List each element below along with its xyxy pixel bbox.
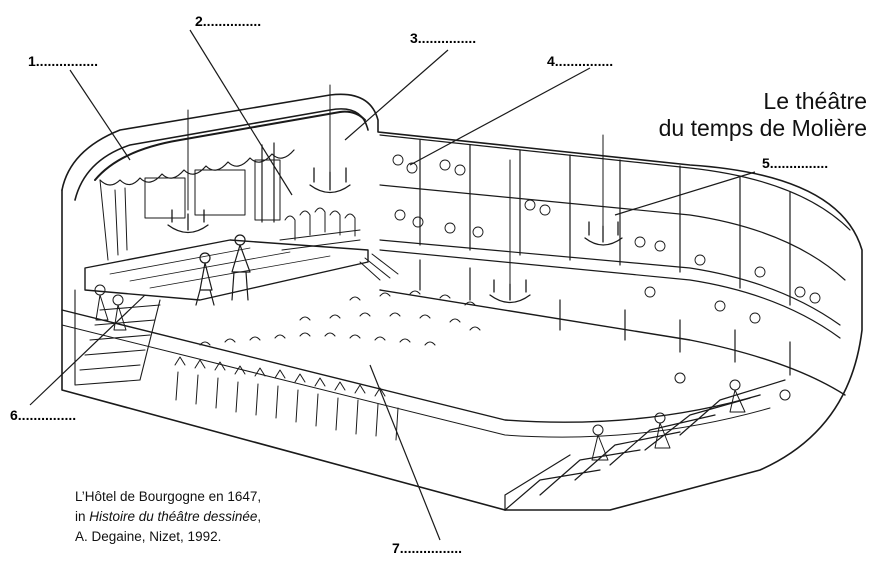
stage-floor: [84, 239, 369, 301]
hall-left-wall: [61, 189, 506, 511]
label-2: 2...............: [195, 13, 262, 29]
stage-floor-lines: [109, 247, 331, 289]
title-line-1: Le théâtre: [763, 88, 867, 114]
box-spectators: [392, 154, 821, 324]
source-caption: L’Hôtel de Bourgogne en 1647, in Histoir…: [75, 487, 261, 547]
leader-line-3: [344, 49, 449, 141]
back-panel: [144, 177, 186, 219]
caption-line-2: in Histoire du théâtre dessinée,: [75, 507, 261, 527]
back-panel-3: [254, 159, 281, 221]
floor-line-2: [61, 324, 771, 438]
left-stairs: [74, 289, 161, 386]
amphitheatre-steps: [504, 379, 786, 511]
label-5: 5...............: [762, 155, 829, 171]
back-panel-2: [194, 169, 246, 216]
chandelier-4: [584, 221, 623, 246]
stage-curtain-top: [94, 110, 366, 181]
leader-lines: [29, 29, 756, 541]
amphitheatre-spectators: [591, 372, 791, 461]
boxes-tier-upper: [379, 134, 851, 339]
leader-line-6: [29, 294, 146, 406]
caption-suffix: ,: [257, 509, 262, 524]
label-7: 7................: [392, 540, 463, 556]
gallery-posts: [419, 259, 791, 376]
label-6: 6...............: [10, 407, 77, 423]
leader-line-1: [69, 69, 131, 161]
label-3: 3...............: [410, 30, 477, 46]
stage-column: [261, 142, 275, 223]
stage-stairs: [359, 253, 399, 281]
leader-line-5: [614, 171, 756, 216]
floor-front-line: [61, 309, 761, 423]
label-1: 1................: [28, 53, 99, 69]
gallery-rail: [379, 289, 846, 396]
caption-line-3: A. Degaine, Nizet, 1992.: [75, 529, 222, 544]
label-4: 4...............: [547, 53, 614, 69]
diagram-title: Le théâtre du temps de Molière: [659, 88, 867, 142]
hall-inner-edge: [74, 108, 369, 201]
caption-prefix: in: [75, 509, 90, 524]
hall-outer-wall: [61, 93, 863, 511]
actors: [195, 234, 251, 306]
caption-book-title: Histoire du théâtre dessinée: [89, 509, 258, 524]
chandelier-1: [167, 209, 209, 234]
caption-line-1: L’Hôtel de Bourgogne en 1647,: [75, 489, 262, 504]
leader-line-4: [409, 67, 591, 166]
chandelier-2: [309, 167, 351, 194]
title-line-2: du temps de Molière: [658, 115, 867, 141]
leader-line-7: [369, 364, 441, 541]
parterre-crowd: [174, 290, 481, 441]
leader-line-2: [189, 29, 293, 196]
chandelier-3: [489, 279, 531, 304]
curtain-left: [99, 179, 128, 261]
stage-seated-spectators: [279, 207, 361, 251]
